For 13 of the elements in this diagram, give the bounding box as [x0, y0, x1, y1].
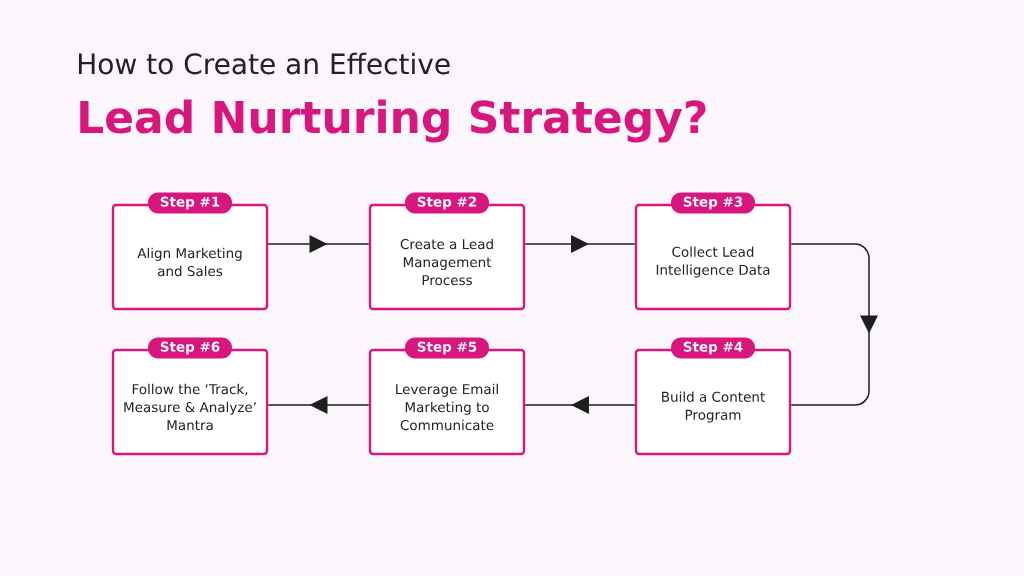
- arrow: [267, 396, 370, 414]
- step-badge: Step #6: [148, 337, 232, 359]
- step-badge: Step #2: [405, 192, 489, 214]
- title: How to Create an Effective: [78, 52, 450, 75]
- arrow: [524, 235, 636, 253]
- step-badge: Step #5: [405, 337, 489, 359]
- arrow: [267, 235, 370, 253]
- arrow: [790, 243, 878, 406]
- step-badge: Step #4: [671, 337, 755, 359]
- heading: Lead Nurturing Strategy?: [80, 99, 706, 143]
- step-badge: Step #1: [148, 192, 232, 214]
- step-badge: Step #3: [671, 192, 755, 214]
- arrow: [524, 396, 636, 414]
